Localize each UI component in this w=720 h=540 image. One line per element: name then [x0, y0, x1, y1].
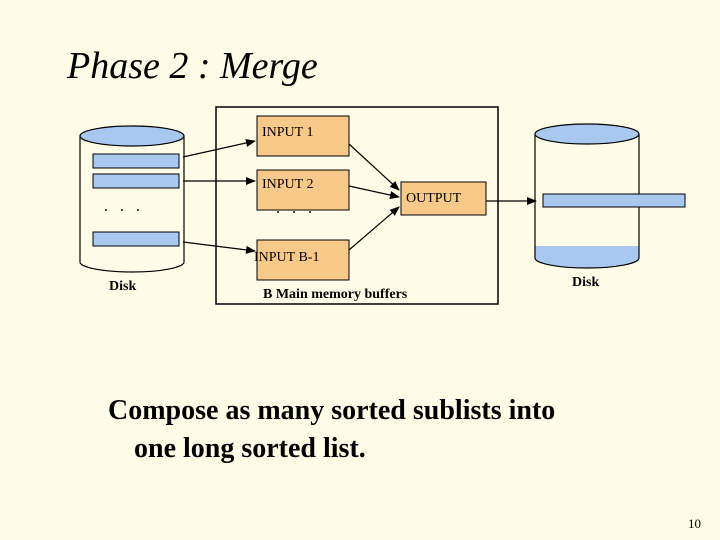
caption-line-1: Compose as many sorted sublists into [108, 395, 556, 426]
input-b-minus-1-label: INPUT B-1 [254, 250, 320, 265]
output-run [542, 193, 686, 208]
output-disk-label: Disk [572, 275, 600, 290]
input-1-label: INPUT 1 [262, 125, 314, 140]
arrow-run1-to-input1 [182, 139, 256, 158]
output-disk-body [534, 134, 640, 269]
arrow-input1-to-output [348, 143, 400, 191]
memory-buffers-label: B Main memory buffers [263, 287, 408, 302]
output-disk-bottom-fill [535, 246, 639, 268]
input-disk [79, 125, 185, 273]
output-label: OUTPUT [406, 191, 462, 206]
output-disk [534, 123, 686, 269]
output-disk-top [534, 123, 640, 145]
arrow-runlast-to-inputb [182, 241, 256, 254]
input-disk-top [79, 125, 185, 147]
slide-title: Phase 2 : Merge [67, 45, 318, 87]
input-b-minus-1-buffer [256, 239, 350, 281]
input-run-2 [92, 173, 180, 189]
arrow-inputb-to-output [348, 206, 400, 251]
caption-line-2: one long sorted list. [134, 433, 366, 464]
input-run-1 [92, 153, 180, 169]
output-buffer [400, 181, 487, 216]
input-disk-label: Disk [109, 279, 137, 294]
buffer-ellipsis: . . . [276, 200, 316, 217]
input-1-buffer [256, 115, 350, 157]
input-run-last [92, 231, 180, 247]
input-disk-ellipsis: . . . [104, 198, 144, 215]
input-2-buffer [256, 169, 350, 211]
input-2-label: INPUT 2 [262, 177, 314, 192]
arrow-input2-to-output [348, 185, 400, 199]
page-number: 10 [688, 516, 701, 531]
caption: Compose as many sorted sublists into one… [108, 392, 555, 468]
